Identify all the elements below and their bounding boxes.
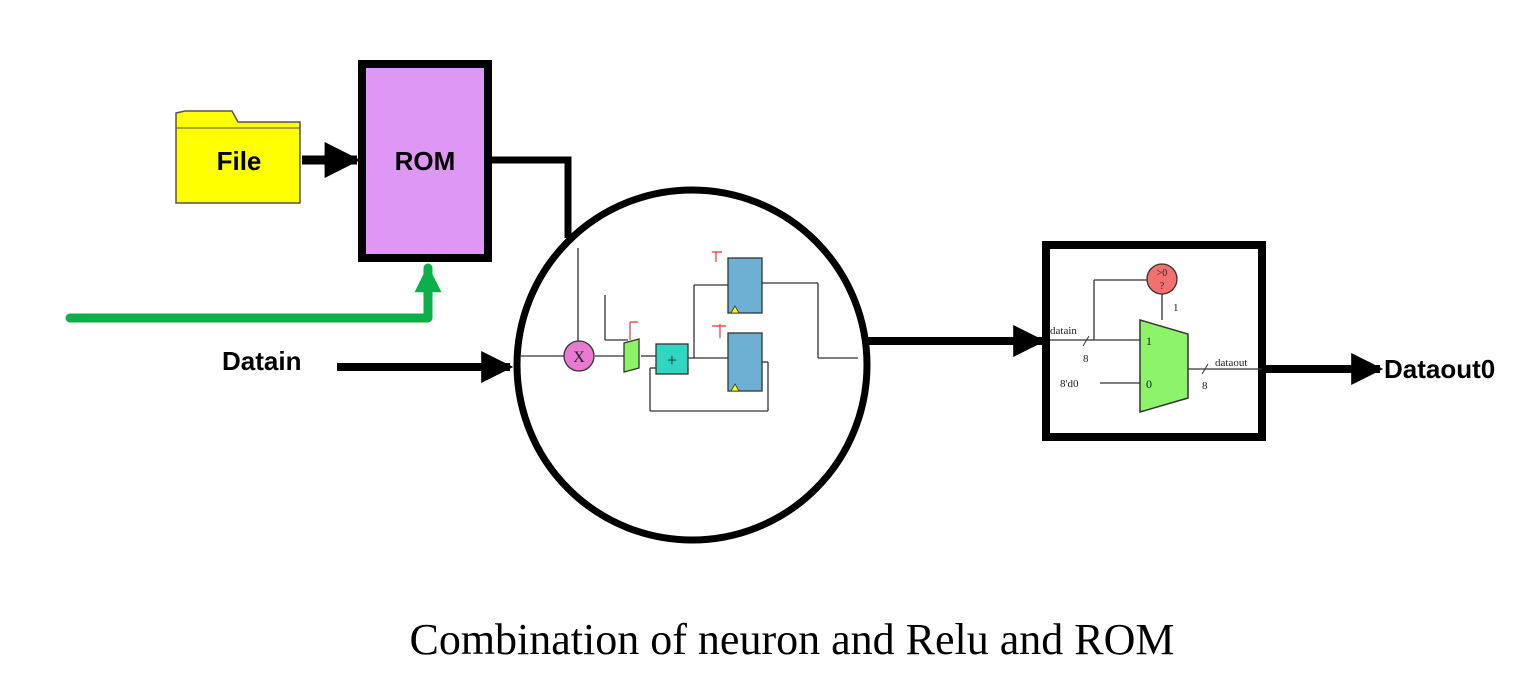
register-upper bbox=[727, 257, 763, 314]
mux-in0-label: 0 bbox=[1146, 377, 1152, 391]
relu-width-in: 8 bbox=[1083, 353, 1089, 365]
compare-one-label: 1 bbox=[1173, 302, 1179, 314]
relu-mux bbox=[1139, 319, 1189, 413]
rom-label: ROM bbox=[395, 146, 456, 176]
relu-datain-label: datain bbox=[1050, 325, 1077, 337]
register-clock-mark bbox=[730, 305, 740, 392]
compare-q: ? bbox=[1160, 281, 1165, 292]
rom-to-neuron-line bbox=[490, 156, 572, 238]
neuron-mux bbox=[623, 338, 640, 373]
neuron-schematic bbox=[520, 248, 858, 412]
file-label: File bbox=[217, 146, 262, 176]
register-lower bbox=[727, 332, 763, 392]
datain-label: Datain bbox=[222, 346, 301, 376]
adder-node: + bbox=[655, 343, 689, 375]
relu-zero-const: 8'd0 bbox=[1060, 378, 1079, 390]
annotation-marks bbox=[629, 251, 726, 340]
compare-label: >0 bbox=[1157, 268, 1168, 279]
neuron-circle: X + bbox=[513, 186, 871, 544]
bus-width-ticks bbox=[1082, 335, 1209, 375]
rom-block: ROM bbox=[358, 60, 492, 262]
mux-in1-label: 1 bbox=[1146, 334, 1152, 348]
adder-symbol: + bbox=[667, 350, 677, 370]
multiplier-node: X bbox=[563, 340, 595, 372]
relu-width-out: 8 bbox=[1202, 380, 1208, 392]
relu-dataout-label: dataout bbox=[1215, 357, 1247, 369]
control-arrow bbox=[65, 263, 442, 323]
file-folder-icon: File bbox=[175, 110, 301, 204]
relu-compare-node: >0 ? bbox=[1146, 263, 1178, 295]
diagram-caption: Combination of neuron and Relu and ROM bbox=[409, 615, 1175, 664]
dataout-label: Dataout0 bbox=[1384, 354, 1495, 384]
relu-block: >0 ? 1 1 0 datain 8 8'd0 dataout 8 bbox=[1042, 241, 1266, 441]
multiplier-symbol: X bbox=[573, 349, 585, 366]
